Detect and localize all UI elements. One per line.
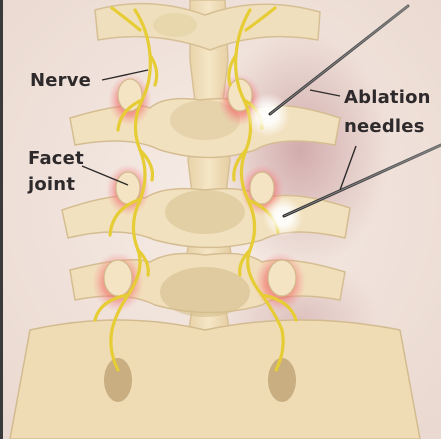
sacral-foramen-left xyxy=(104,358,132,402)
sacral-foramen-right xyxy=(268,358,296,402)
label-nerve: Nerve xyxy=(30,69,91,93)
sacrum xyxy=(10,320,420,439)
label-needles: needles xyxy=(344,115,425,139)
ablation-glow-upper xyxy=(246,93,290,137)
label-ablation: Ablation xyxy=(344,86,431,110)
label-joint: joint xyxy=(28,173,75,197)
label-facet: Facet xyxy=(28,147,84,171)
left-border xyxy=(0,0,3,439)
